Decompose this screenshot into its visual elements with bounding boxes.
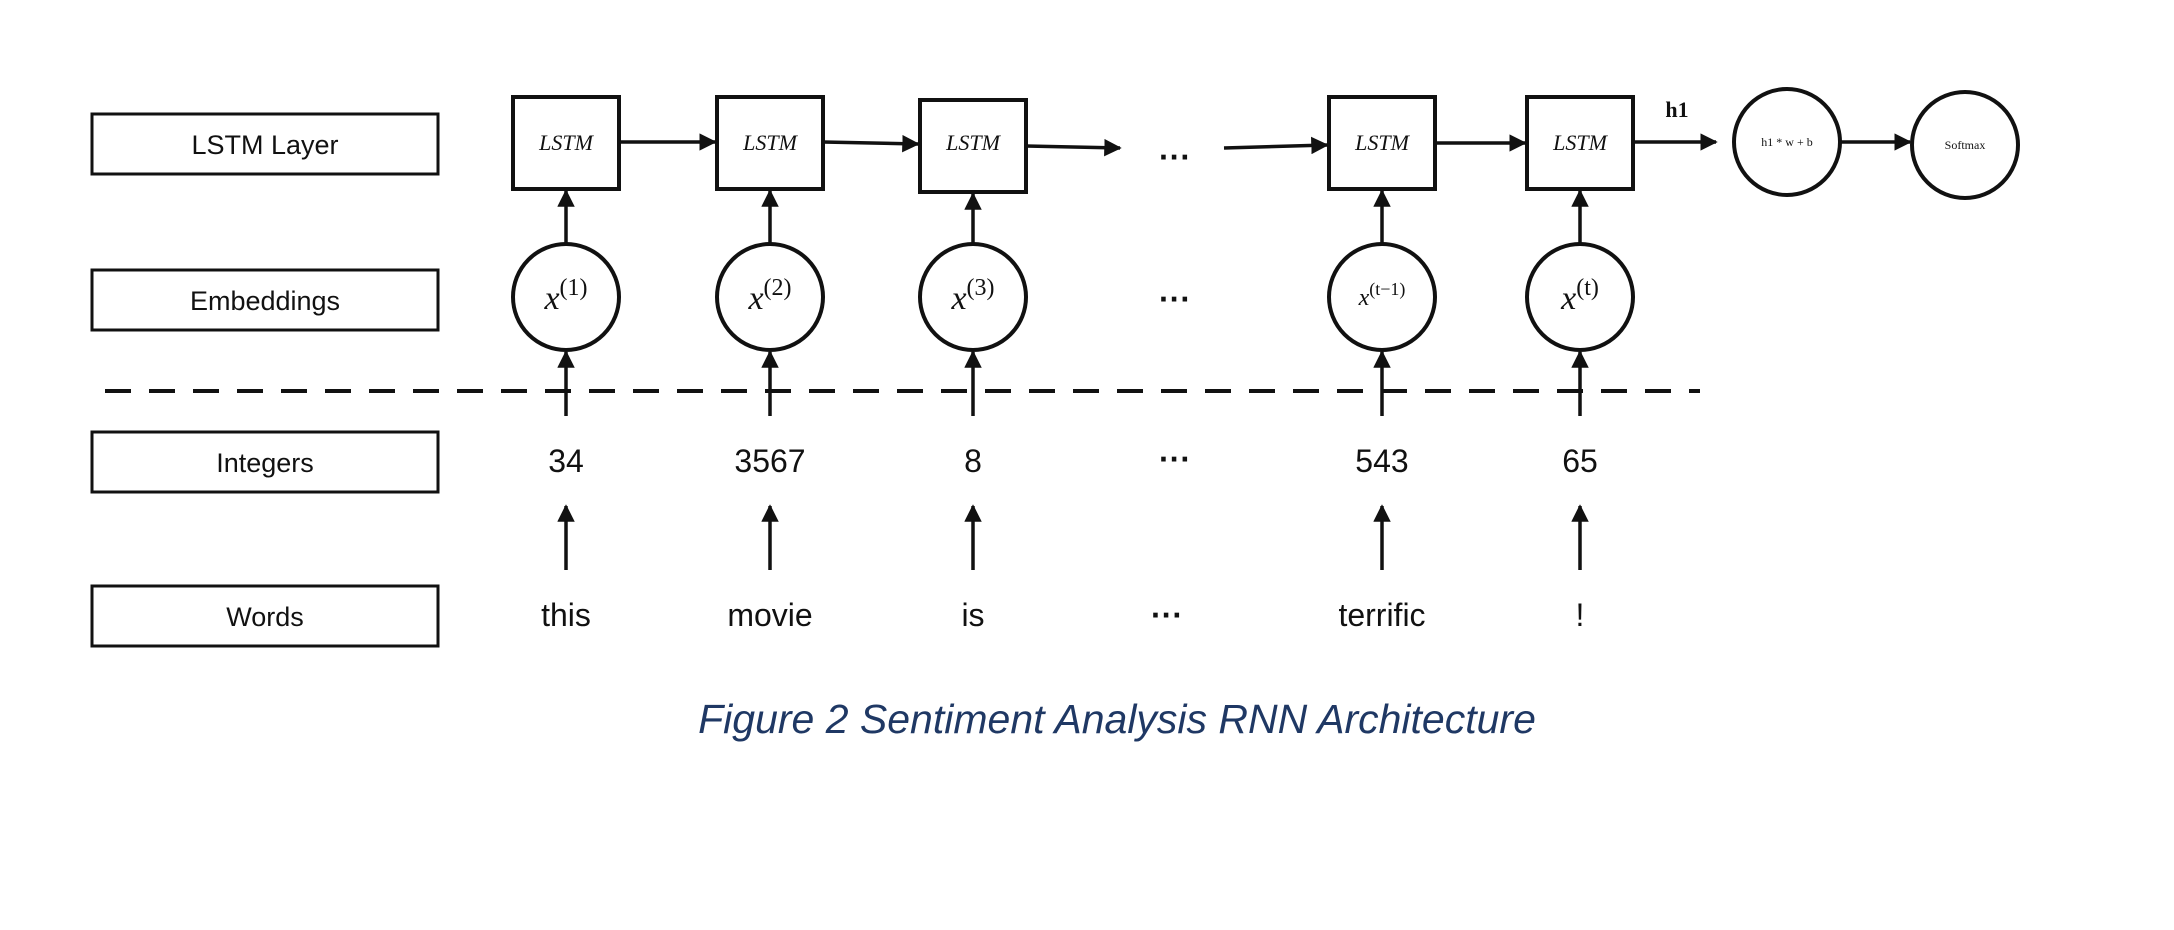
ellipsis-embeddings: ··· [1159, 281, 1191, 317]
embedding-label-5: x(t) [1560, 275, 1599, 317]
lstm-cell-3: LSTM [918, 98, 1028, 194]
embedding-label-2: x(2) [747, 275, 791, 317]
token-column-1: x(1) 34 this [511, 189, 621, 633]
layer-label-lstm: LSTM Layer [90, 112, 440, 176]
embedding-label-3: x(3) [950, 275, 994, 317]
integer-value-3: 8 [964, 443, 982, 479]
embedding-node-2 [715, 242, 825, 352]
softmax-node: Softmax [1910, 90, 2020, 200]
lstm-cell-1: LSTM [511, 95, 621, 191]
linear-node-label: h1 * w + b [1761, 135, 1812, 149]
layer-label-embeddings-text: Embeddings [190, 286, 340, 316]
ellipsis-words: ··· [1151, 597, 1183, 633]
layer-label-embeddings: Embeddings [90, 268, 440, 332]
embedding-node-5 [1525, 242, 1635, 352]
linear-node: h1 * w + b [1732, 87, 1842, 197]
embedding-node-4 [1327, 242, 1437, 352]
lstm-cell-5: LSTM [1525, 95, 1635, 191]
layer-label-integers-text: Integers [216, 448, 314, 478]
layer-label-integers: Integers [90, 430, 440, 494]
embedding-node-1 [511, 242, 621, 352]
softmax-node-label: Softmax [1945, 138, 1986, 152]
ellipsis-lstm: ··· [1159, 139, 1191, 175]
figure-caption: Figure 2 Sentiment Analysis RNN Architec… [698, 696, 1536, 742]
layer-label-words: Words [90, 584, 440, 648]
embedding-label-4: x(t−1) [1358, 279, 1406, 311]
integer-value-4: 543 [1355, 443, 1408, 479]
recurrent-arrow [822, 134, 920, 153]
word-token-1: this [541, 597, 591, 633]
lstm-cell-2: LSTM [715, 95, 825, 191]
token-columns: x(1) 34 this x(2) 3567 movie x(3) 8 is x(t−1) 543 t… [511, 189, 1635, 633]
word-token-5: ! [1576, 597, 1585, 633]
lstm-cell-4: LSTM [1327, 95, 1437, 191]
token-column-5: x(t) 65! [1525, 189, 1635, 633]
layer-label-words-text: Words [226, 602, 304, 632]
lstm-cell-label: LSTM [538, 130, 594, 155]
integer-value-2: 3567 [734, 443, 805, 479]
word-token-2: movie [727, 597, 812, 633]
word-token-4: terrific [1338, 597, 1425, 633]
token-column-2: x(2) 3567 movie [715, 189, 825, 633]
embedding-label-1: x(1) [543, 275, 587, 317]
lstm-cell-label: LSTM [1552, 130, 1608, 155]
lstm-cell-label: LSTM [945, 130, 1001, 155]
token-column-3: x(3) 8 is [918, 192, 1028, 633]
recurrent-arrow [1025, 138, 1122, 157]
hidden-state-label: h1 [1665, 97, 1688, 122]
recurrent-arrow [1223, 136, 1329, 155]
embedding-node-3 [918, 242, 1028, 352]
ellipsis-integers: ··· [1159, 441, 1191, 477]
integer-value-1: 34 [548, 443, 584, 479]
token-column-4: x(t−1) 543 terrific [1327, 189, 1437, 633]
lstm-cell-label: LSTM [742, 130, 798, 155]
layer-label-lstm-text: LSTM Layer [191, 130, 338, 160]
word-token-3: is [961, 597, 984, 633]
integer-value-5: 65 [1562, 443, 1598, 479]
lstm-cell-label: LSTM [1354, 130, 1410, 155]
